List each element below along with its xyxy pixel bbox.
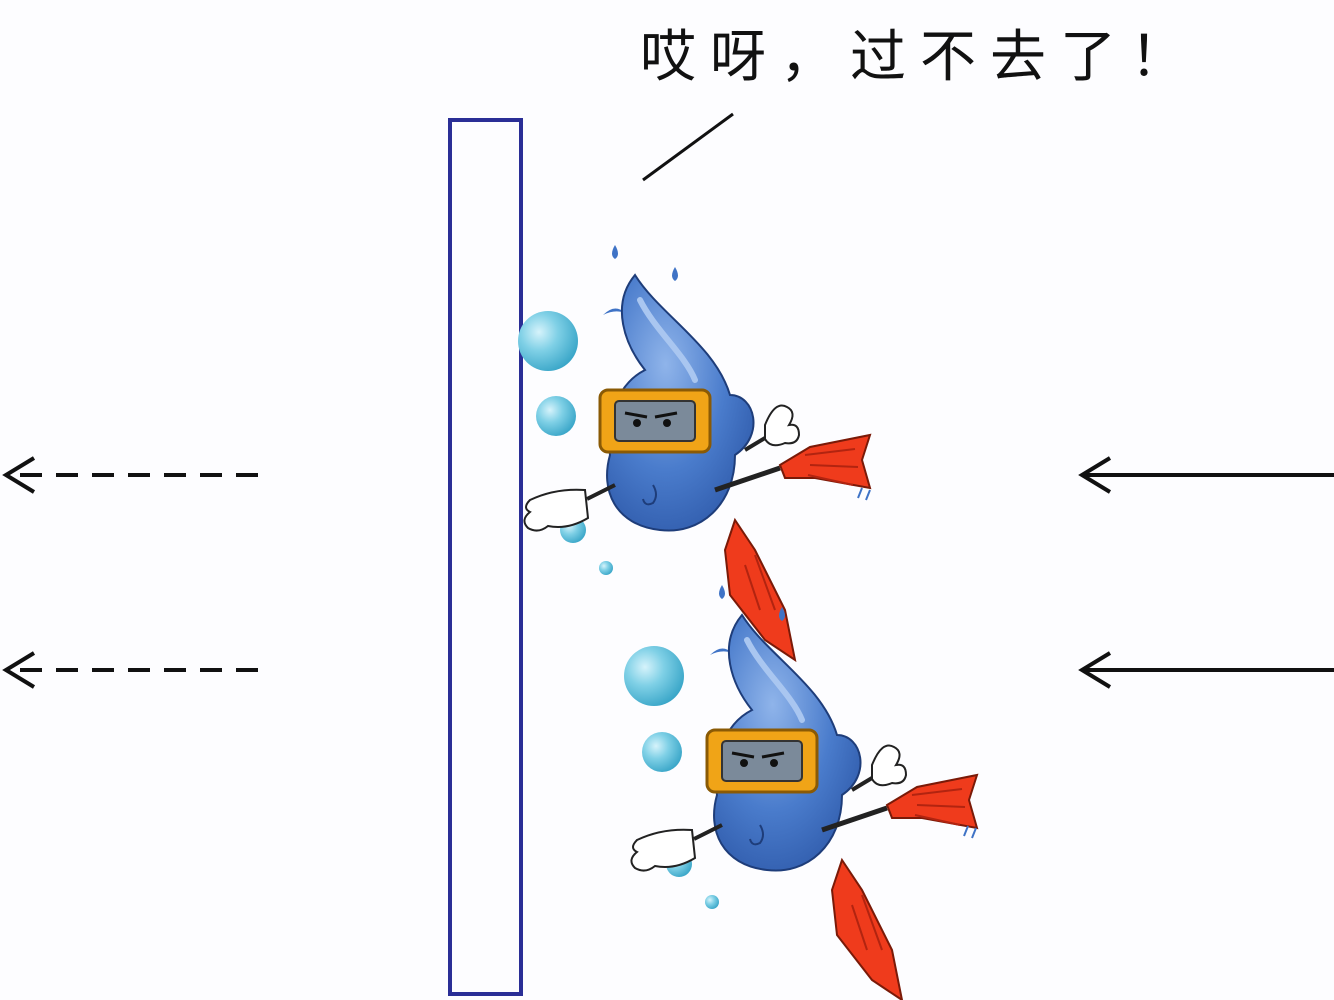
motion-mark bbox=[857, 487, 871, 501]
barrier-membrane bbox=[448, 118, 523, 996]
water-drop-diver-top bbox=[524, 245, 870, 660]
dashed-arrow-left-bottom bbox=[2, 651, 258, 689]
solid-arrow-left-top bbox=[1078, 456, 1334, 494]
water-drop-diver-bottom bbox=[631, 585, 977, 1000]
speech-text: 哎呀，过不去了！ bbox=[640, 25, 1200, 90]
solid-arrow-left-bottom bbox=[1078, 651, 1334, 689]
dashed-arrow-left-top bbox=[2, 456, 258, 494]
speech-pointer-line bbox=[642, 112, 734, 182]
motion-mark bbox=[963, 825, 977, 839]
